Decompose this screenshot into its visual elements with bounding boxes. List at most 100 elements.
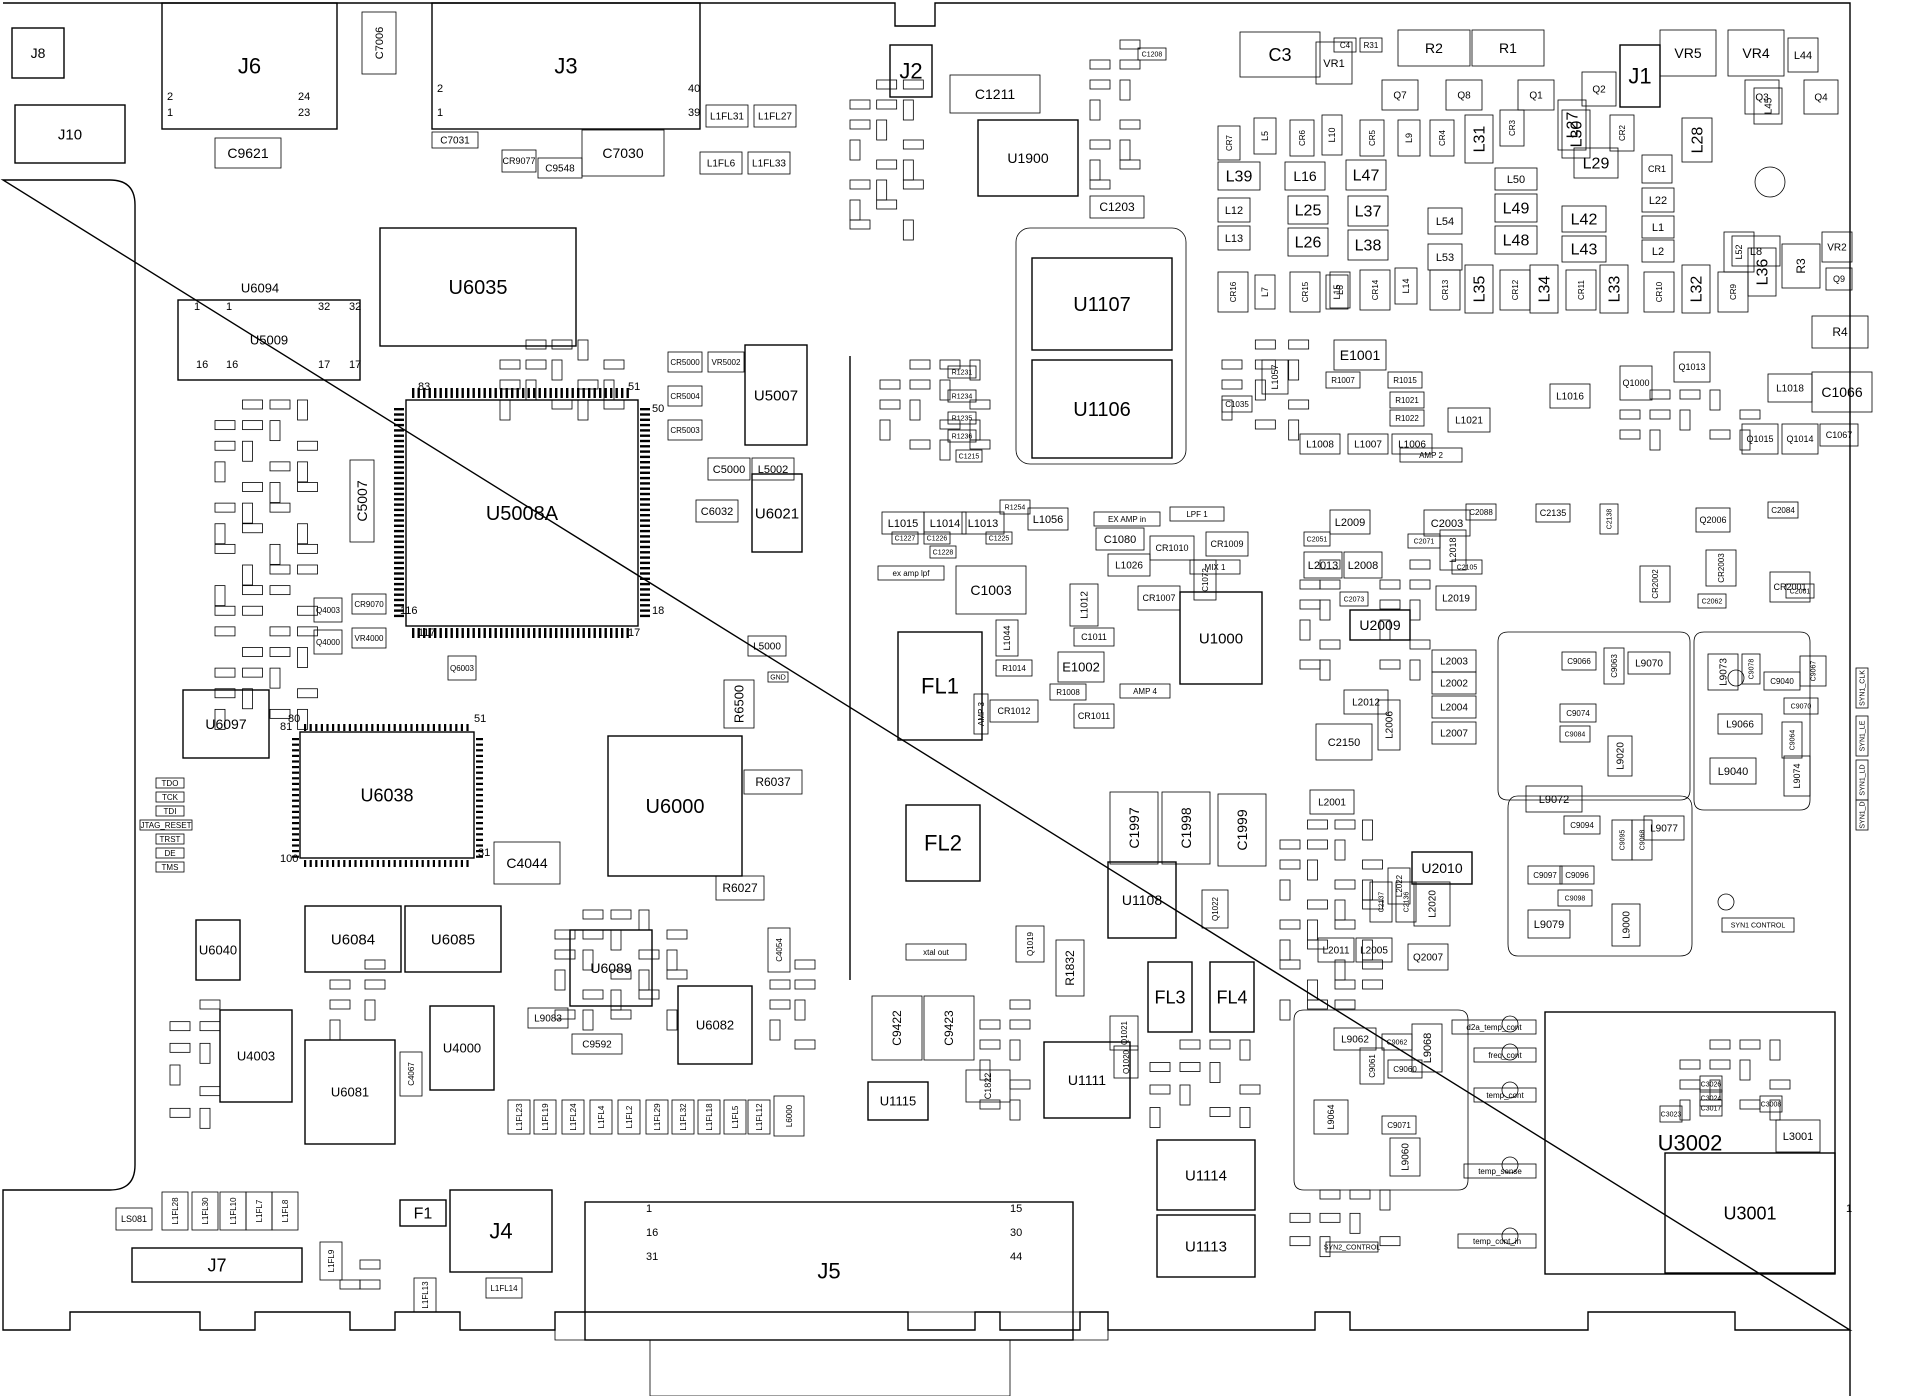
component-label: U1113 (1185, 1238, 1227, 1255)
part-l1fl18: L1FL18 (697, 1099, 721, 1135)
part-c9061: C9061 (1359, 1047, 1385, 1085)
part-label: L50 (1507, 174, 1525, 186)
component-label: U6081 (331, 1085, 369, 1100)
part-l5: L5 (1253, 117, 1277, 155)
part-l25: L25 (1287, 195, 1329, 225)
part-q1019: Q1019 (1015, 925, 1045, 963)
part-label: L1021 (1455, 416, 1483, 427)
part-l1007: L1007 (1347, 433, 1389, 455)
part-label: C2062 (1702, 598, 1723, 605)
part-label: Q4 (1814, 93, 1828, 104)
part-label: TMS (162, 863, 179, 872)
part-c2071: C2071 (1407, 533, 1441, 549)
part-label: L34 (1537, 276, 1554, 303)
component-fl1: FL1 (897, 631, 983, 741)
component-label: U6085 (431, 931, 475, 948)
part-label: L2012 (1352, 698, 1380, 709)
pin-number-j3: 2 (437, 83, 443, 95)
part-label: C1228 (933, 549, 954, 556)
pin-number-j5: 15 (1010, 1203, 1022, 1215)
part-label: C9095 (1619, 830, 1626, 851)
part-label: L1FL6 (707, 159, 736, 170)
part-c1228: C1228 (929, 545, 957, 559)
component-j5: J5 (584, 1201, 1074, 1341)
part-label: C5000 (713, 464, 745, 476)
part-c1999: C1999 (1217, 793, 1267, 867)
pin-number-j6: 24 (298, 91, 310, 103)
part-label: L27 (1565, 112, 1582, 139)
part-c2003: C2003 (1423, 509, 1471, 537)
part-c9067: C9067 (1799, 655, 1827, 687)
part-label: CR1007 (1142, 593, 1175, 603)
part-de: DE (155, 847, 185, 859)
part-l2007: L2007 (1431, 721, 1477, 745)
part-label: L5002 (758, 464, 789, 476)
part-label: L1FL30 (201, 1197, 210, 1225)
minor-footprints (169, 39, 1811, 1290)
part-label: C7030 (602, 145, 643, 161)
part-l9062: L9062 (1333, 1027, 1377, 1051)
component-label: U6040 (199, 943, 237, 958)
part-c2150: C2150 (1315, 723, 1373, 761)
part-r1015: R1015 (1387, 371, 1423, 389)
part-label: Q1014 (1786, 434, 1813, 444)
part-ex-amp-lpf: ex amp lpf (877, 565, 945, 581)
component-u6097: U6097 (182, 689, 270, 759)
part-label: Q4003 (316, 606, 341, 615)
component-label: U1114 (1185, 1167, 1227, 1184)
part-label: L1FL2 (625, 1105, 634, 1128)
part-label: L1016 (1556, 392, 1584, 403)
part-tck: TCK (155, 791, 185, 803)
component-u5008a: U5008A (405, 399, 639, 627)
part-label: L9074 (1792, 763, 1802, 788)
part-label: E1002 (1062, 660, 1100, 675)
part-label: Q1019 (1026, 931, 1035, 956)
part-label: C2071 (1414, 538, 1435, 545)
part-r1254: R1254 (999, 499, 1031, 515)
part-label: L9070 (1635, 659, 1663, 670)
pin-number-u5009: 32 (349, 301, 361, 313)
component-u2010: U2010 (1411, 851, 1473, 885)
part-r3: R3 (1781, 243, 1821, 289)
part-l49: L49 (1494, 193, 1538, 223)
part-c9060: C9060 (1387, 1059, 1423, 1079)
component-label: J7 (207, 1255, 226, 1275)
component-u4000: U4000 (429, 1005, 495, 1091)
part-l2009: L2009 (1329, 509, 1371, 535)
part-c9078: C9078 (1741, 653, 1761, 685)
part-label: CR6 (1298, 129, 1307, 146)
part-label: L2 (1652, 246, 1664, 258)
part-l1021: L1021 (1447, 407, 1491, 433)
part-q1013: Q1013 (1673, 351, 1711, 383)
part-cr5003: CR5003 (667, 419, 703, 441)
part-gnd: GND (767, 671, 789, 683)
part-c9074: C9074 (1559, 703, 1597, 723)
part-label: L39 (1226, 169, 1253, 186)
part-l14: L14 (1394, 267, 1418, 305)
part-label: L36 (1755, 259, 1772, 286)
part-lpf-1: LPF 1 (1169, 506, 1225, 522)
part-c1211: C1211 (949, 74, 1041, 114)
part-q1021: Q1021 (1109, 1015, 1139, 1051)
component-fl2: FL2 (905, 804, 981, 882)
part-label: Q1020 (1122, 1049, 1131, 1074)
part-label: R1231 (952, 369, 973, 376)
part-cr2: CR2 (1609, 114, 1635, 152)
part-l1fl27: L1FL27 (753, 104, 797, 128)
component-label: U1108 (1122, 892, 1162, 908)
part-l9: L9 (1397, 119, 1421, 157)
component-u6081: U6081 (304, 1039, 396, 1145)
part-c1067: C1067 (1819, 423, 1859, 447)
component-fl3: FL3 (1147, 961, 1193, 1033)
part-label: SYN1_D (1859, 801, 1866, 828)
part-l9074: L9074 (1783, 755, 1811, 797)
part-l2018: L2018 (1439, 529, 1467, 571)
component-u6085: U6085 (404, 905, 502, 973)
part-label: GND (770, 674, 786, 681)
component-j1: J1 (1619, 44, 1661, 108)
part-c2088: C2088 (1465, 503, 1497, 521)
part-label: EX AMP in (1108, 515, 1146, 524)
part-label: C3 (1268, 45, 1291, 65)
part-label: Q9 (1833, 274, 1845, 284)
part-cr11: CR11 (1565, 269, 1597, 311)
